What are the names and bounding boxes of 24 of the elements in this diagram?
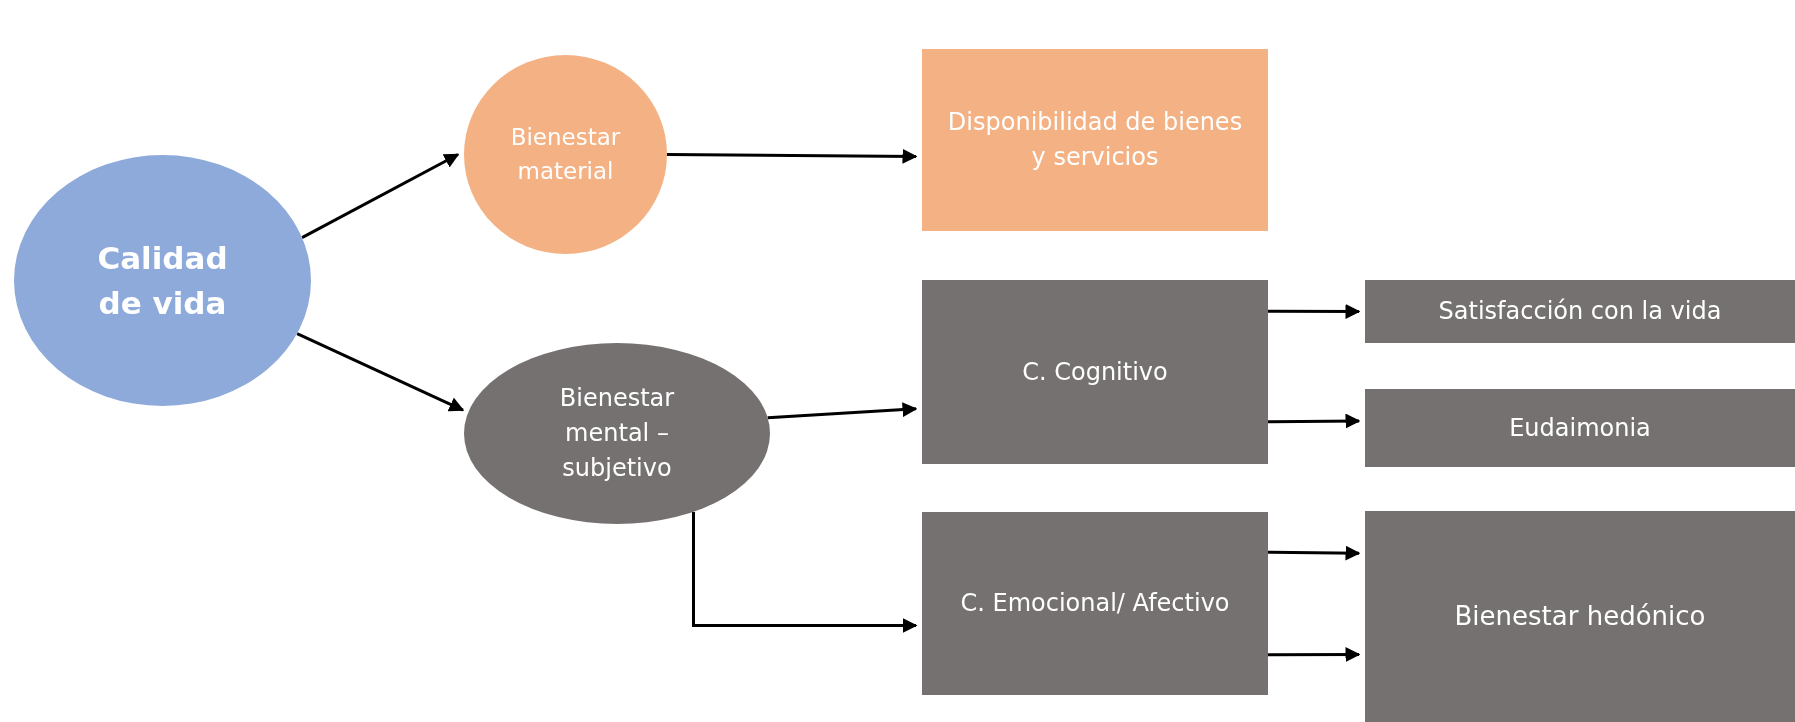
process-box: [922, 49, 1268, 231]
arrow: [1268, 303, 1361, 319]
process-box: [1365, 280, 1795, 343]
node-label: Disponibilidad de bienes y servicios: [946, 107, 1244, 173]
process-box: [1365, 511, 1795, 722]
arrow: [1268, 647, 1361, 662]
process-box: [1365, 389, 1795, 467]
arrow: [301, 153, 460, 239]
arrow: [296, 332, 465, 412]
arrow: [667, 148, 918, 164]
arrow: [692, 511, 918, 633]
process-box: [922, 512, 1268, 695]
node-label: C. Cognitivo: [1022, 356, 1168, 388]
node-label: Satisfacción con la vida: [1438, 296, 1722, 328]
node-label: Eudaimonia: [1509, 412, 1651, 444]
node-label: C. Emocional/ Afectivo: [960, 588, 1230, 620]
arrow: [767, 402, 918, 420]
node-label: Bienestar hedónico: [1454, 599, 1706, 633]
node-label: Bienestar material: [509, 123, 622, 186]
node-label: Bienestar mental – subjetivo: [558, 383, 676, 484]
arrow: [1268, 545, 1361, 561]
process-box: [922, 280, 1268, 464]
arrow: [1268, 413, 1361, 429]
node-label: Calidad de vida: [96, 238, 229, 323]
